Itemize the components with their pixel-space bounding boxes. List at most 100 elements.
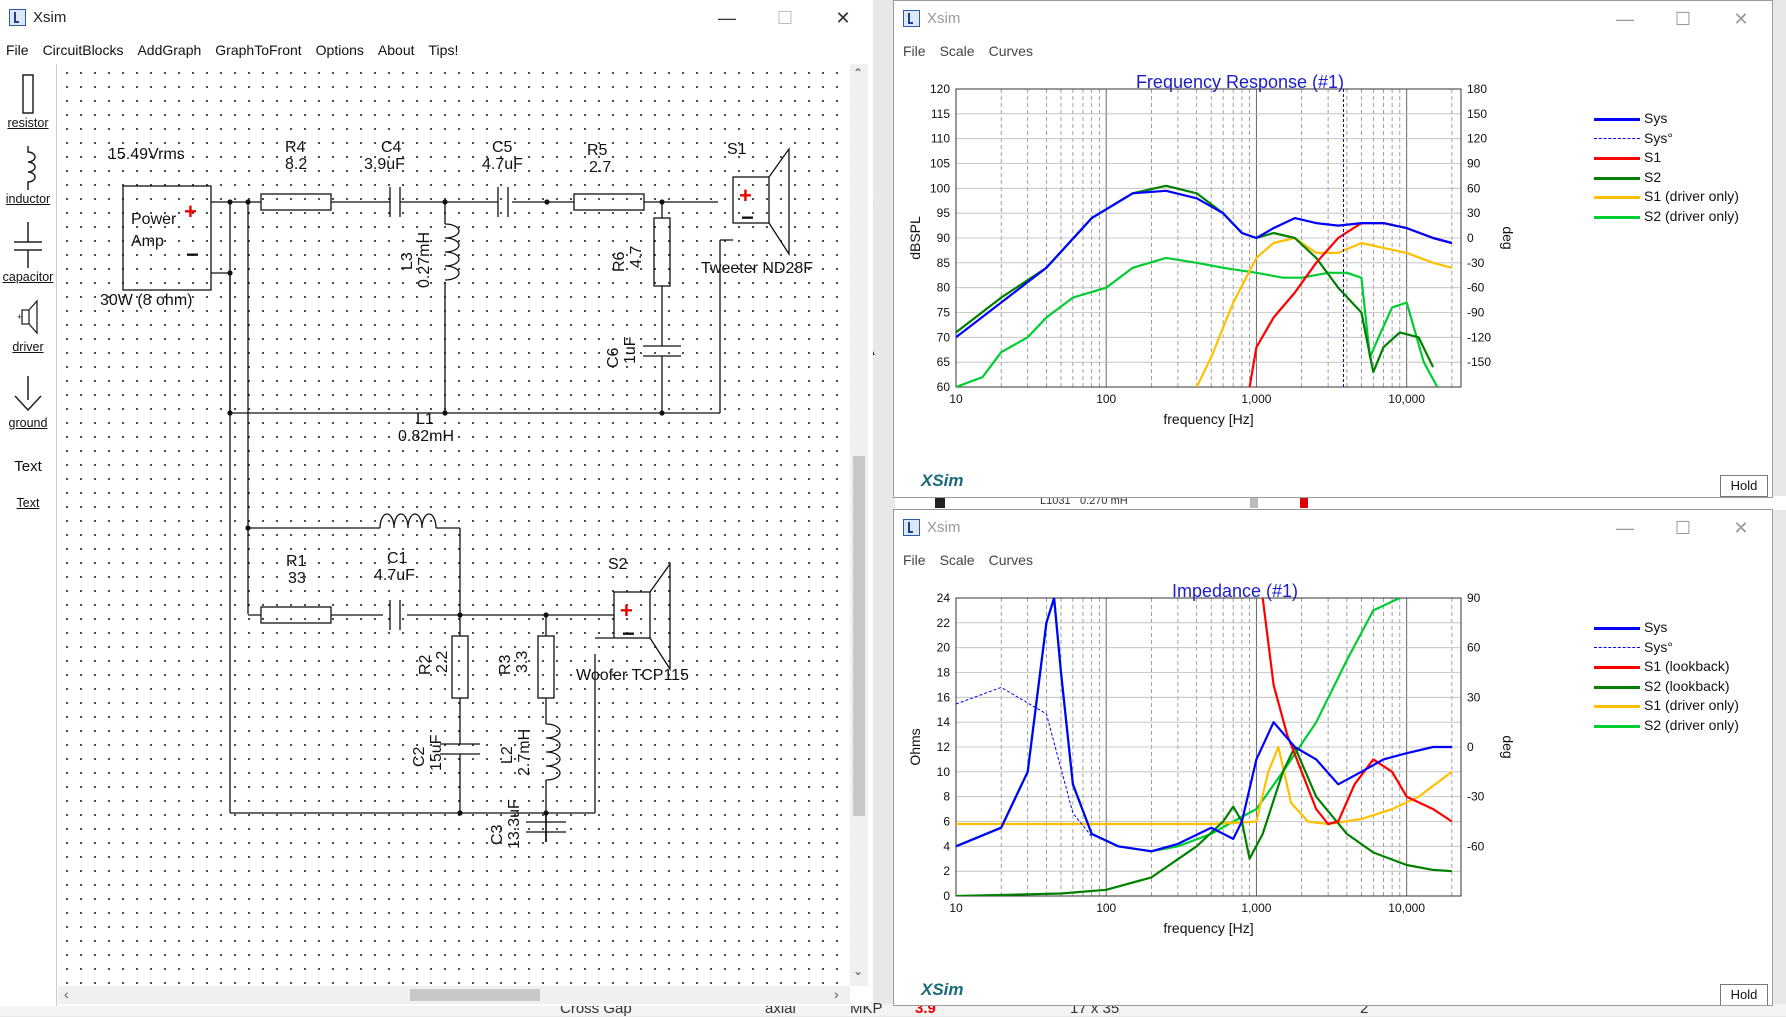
menu-graphtofront[interactable]: GraphToFront <box>215 42 302 58</box>
text-tool-preview: Text <box>14 458 42 475</box>
ground-tool[interactable]: ground <box>0 374 56 442</box>
horizontal-scroll-thumb[interactable] <box>410 989 540 1001</box>
junction-dot <box>245 199 251 205</box>
x-axis-label: frequency [Hz] <box>1163 920 1253 936</box>
scroll-left-arrow-icon[interactable]: ‹ <box>64 986 69 1002</box>
y2-tick-label: 0 <box>1467 740 1474 754</box>
C1-name: C1 <box>387 550 408 567</box>
hold-button[interactable]: Hold <box>1720 475 1768 497</box>
menu-file[interactable]: File <box>903 43 926 59</box>
background-text: 2 <box>1360 1000 1369 1017</box>
maximize-button[interactable]: ☐ <box>776 8 794 28</box>
capacitor-tool[interactable]: capacitor <box>0 220 56 292</box>
R6-name: R6 <box>611 251 628 272</box>
vertical-scrollbar[interactable]: ⌃ ⌄ <box>850 64 868 986</box>
minimize-button[interactable]: — <box>1616 518 1634 538</box>
y2-tick-label: 60 <box>1467 641 1481 655</box>
L3-name: L3 <box>399 252 416 270</box>
minimize-button[interactable]: — <box>1616 9 1634 29</box>
legend-label: S1 (driver only) <box>1644 188 1739 204</box>
x-tick-label: 10 <box>949 392 963 406</box>
menu-circuitblocks[interactable]: CircuitBlocks <box>42 42 124 58</box>
legend-swatch <box>1594 646 1640 648</box>
vertical-scroll-thumb[interactable] <box>853 456 865 816</box>
frequency-response-chart[interactable]: 1201151101051009590858075706560180150120… <box>894 59 1773 498</box>
fr-series-line <box>956 189 1453 339</box>
resistor-R3 <box>537 635 555 699</box>
menu-scale[interactable]: Scale <box>939 552 975 568</box>
x-tick-label: 10,000 <box>1388 392 1425 406</box>
hold-button[interactable]: Hold <box>1720 984 1768 1005</box>
junction-dot <box>659 199 665 205</box>
schematic-canvas[interactable]: 15.49Vrms Power Amp + − 30W (8 ohm) R4 8… <box>58 64 850 986</box>
legend-label: S1 (driver only) <box>1644 697 1739 713</box>
capacitor-C2 <box>440 743 480 764</box>
close-button[interactable]: ✕ <box>1733 518 1749 538</box>
scroll-right-arrow-icon[interactable]: › <box>834 986 839 1002</box>
menu-bar: File CircuitBlocks AddGraph GraphToFront Opt… <box>0 36 873 64</box>
menu-file[interactable]: File <box>903 552 926 568</box>
ground-tool-label: ground <box>8 416 48 430</box>
menu-file[interactable]: File <box>6 42 29 58</box>
horizontal-scrollbar[interactable]: ‹ › <box>58 986 850 1004</box>
close-button[interactable]: ✕ <box>835 8 851 28</box>
S1-label: Tweeter ND28F <box>701 260 813 277</box>
text-tool[interactable]: Text <box>0 496 56 520</box>
y2-tick-label: 180 <box>1467 82 1487 96</box>
y-tick-label: 70 <box>937 330 951 344</box>
series-group <box>956 598 1453 896</box>
junction-dot <box>442 199 448 205</box>
menu-addgraph[interactable]: AddGraph <box>137 42 202 58</box>
title-bar[interactable]: Xsim — ☐ ✕ <box>894 510 1772 546</box>
legend-label: Sys° <box>1644 129 1673 146</box>
inductor-tool[interactable]: inductor <box>0 144 56 216</box>
scroll-down-arrow-icon[interactable]: ⌄ <box>853 964 864 978</box>
S2-plus: + <box>620 598 633 623</box>
legend-swatch <box>1594 724 1640 728</box>
C4-name: C4 <box>381 139 402 156</box>
wire <box>211 272 720 814</box>
resistor-tool[interactable]: resistor <box>0 72 56 140</box>
menu-curves[interactable]: Curves <box>988 43 1033 59</box>
minimize-button[interactable]: — <box>718 8 736 28</box>
window-title: Xsim <box>927 519 961 536</box>
y-tick-label: 4 <box>943 839 950 853</box>
y2-tick-label: 30 <box>1467 690 1481 704</box>
y-tick-label: 105 <box>930 157 950 171</box>
close-button[interactable]: ✕ <box>1733 9 1749 29</box>
C3-name: C3 <box>489 824 506 845</box>
menu-tips[interactable]: Tips! <box>428 42 459 58</box>
wire <box>248 614 614 813</box>
legend-label: S2 <box>1644 168 1662 185</box>
driver-tool[interactable]: + driver <box>0 298 56 366</box>
maximize-button[interactable]: ☐ <box>1674 9 1692 29</box>
S2-name: S2 <box>608 556 628 573</box>
menu-options[interactable]: Options <box>315 42 364 58</box>
y-tick-label: 12 <box>937 740 951 754</box>
xsim-app-icon <box>9 9 26 26</box>
background-fragment-row: L1031 0.270 mH <box>895 495 1786 510</box>
window-title: Xsim <box>33 9 67 26</box>
menu-curves[interactable]: Curves <box>988 552 1033 568</box>
y2-tick-label: -60 <box>1467 281 1485 295</box>
text-tool-large[interactable]: Text <box>0 458 56 488</box>
scroll-up-arrow-icon[interactable]: ⌃ <box>853 66 864 80</box>
menu-scale[interactable]: Scale <box>939 43 975 59</box>
y2-axis-label: deg <box>1500 735 1516 758</box>
y-tick-label: 8 <box>943 790 950 804</box>
title-bar[interactable]: Xsim — ☐ ✕ <box>894 1 1772 37</box>
R4-value: 8.2 <box>285 156 307 173</box>
maximize-button[interactable]: ☐ <box>1674 518 1692 538</box>
x-axis-label: frequency [Hz] <box>1163 411 1253 427</box>
y2-tick-label: 120 <box>1467 132 1487 146</box>
title-bar[interactable]: Xsim — ☐ ✕ <box>0 0 873 36</box>
resistor-tool-label: resistor <box>7 116 49 130</box>
junction-dot <box>544 199 550 205</box>
menu-about[interactable]: About <box>377 42 415 58</box>
imp-series-line <box>956 745 1452 896</box>
junction-dot <box>543 612 549 618</box>
xsim-logo: XSim <box>921 980 964 999</box>
